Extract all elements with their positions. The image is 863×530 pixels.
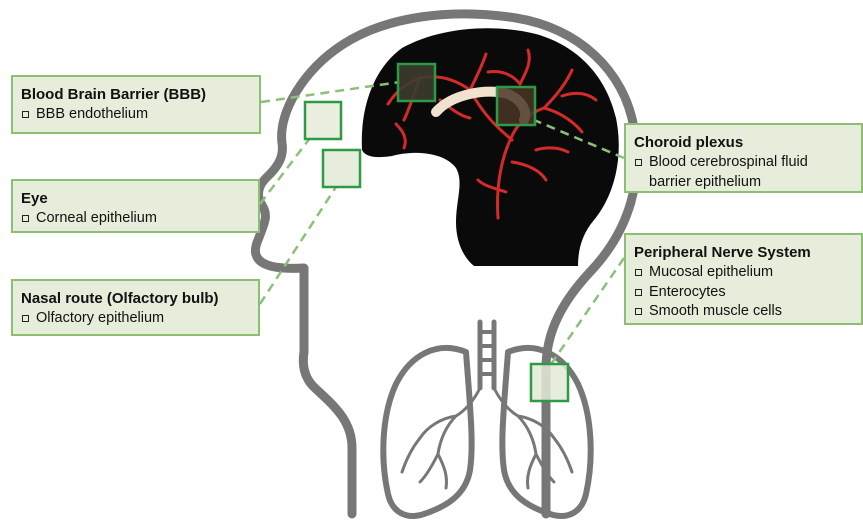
callout-choroid-item: Blood cerebrospinal fluid	[634, 153, 853, 173]
callout-eye-title: Eye	[21, 189, 250, 209]
callout-pns-item: Smooth muscle cells	[634, 302, 853, 322]
callout-nasal-list: Olfactory epithelium	[21, 309, 250, 329]
highlight-nasal	[323, 150, 360, 187]
callout-bbb-list: BBB endothelium	[21, 105, 251, 125]
callout-bbb: Blood Brain Barrier (BBB) BBB endotheliu…	[11, 75, 261, 134]
callout-bbb-item: BBB endothelium	[21, 105, 251, 125]
callout-nasal-item: Olfactory epithelium	[21, 309, 250, 329]
callout-pns-item: Mucosal epithelium	[634, 263, 853, 283]
callout-nasal: Nasal route (Olfactory bulb) Olfactory e…	[11, 279, 260, 336]
highlight-eye	[305, 102, 341, 139]
leader-nasal	[260, 187, 336, 304]
callout-nasal-title: Nasal route (Olfactory bulb)	[21, 289, 250, 309]
callout-eye: Eye Corneal epithelium	[11, 179, 260, 233]
callout-pns-item: Enterocytes	[634, 283, 853, 303]
callout-pns-list: Mucosal epithelium Enterocytes Smooth mu…	[634, 263, 853, 322]
callout-eye-list: Corneal epithelium	[21, 209, 250, 229]
highlight-bbb	[398, 64, 435, 101]
callout-pns-title: Peripheral Nerve System	[634, 243, 853, 263]
callout-choroid-item-continued: barrier epithelium	[634, 173, 853, 193]
callout-choroid-title: Choroid plexus	[634, 133, 853, 153]
callout-eye-item: Corneal epithelium	[21, 209, 250, 229]
callout-choroid: Choroid plexus Blood cerebrospinal fluid…	[624, 123, 863, 193]
highlight-pns	[531, 364, 568, 401]
callout-pns: Peripheral Nerve System Mucosal epitheli…	[624, 233, 863, 325]
highlight-choroid	[497, 87, 535, 125]
callout-choroid-list: Blood cerebrospinal fluid barrier epithe…	[634, 153, 853, 192]
callout-bbb-title: Blood Brain Barrier (BBB)	[21, 85, 251, 105]
